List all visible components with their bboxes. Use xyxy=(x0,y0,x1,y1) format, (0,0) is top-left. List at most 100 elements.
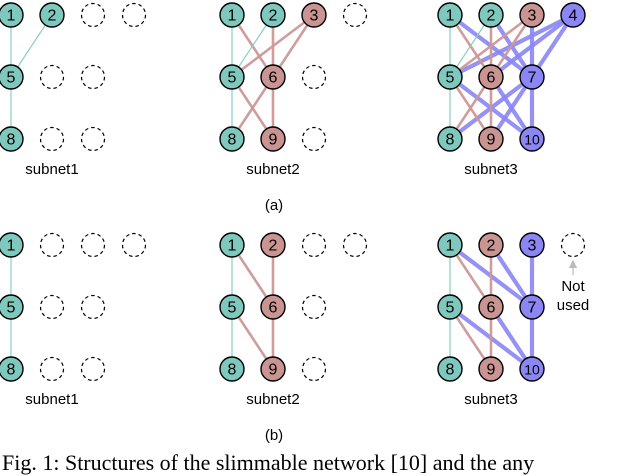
neuron-node xyxy=(437,2,463,28)
neuron-node xyxy=(260,294,286,320)
neuron-node xyxy=(0,64,24,90)
empty-neuron-slot xyxy=(39,64,65,90)
empty-neuron-slot xyxy=(39,126,65,152)
neuron-label: 7 xyxy=(528,300,537,317)
empty-neuron-slot xyxy=(342,2,368,28)
neuron-label: 5 xyxy=(446,300,455,317)
neuron-label: 5 xyxy=(228,70,237,87)
neuron-node xyxy=(219,356,245,382)
neuron-node xyxy=(301,2,327,28)
neuron-label: 8 xyxy=(7,132,16,149)
empty-neuron-slot xyxy=(560,232,586,258)
neuron-label: 8 xyxy=(7,362,16,379)
neuron-label: 6 xyxy=(269,300,278,317)
empty-neuron-slot xyxy=(301,126,327,152)
neuron-node xyxy=(437,232,463,258)
neuron-node xyxy=(219,64,245,90)
neuron-node xyxy=(519,294,545,320)
neuron-label: 7 xyxy=(528,70,537,87)
neuron-label: 1 xyxy=(228,8,237,25)
edge-rose xyxy=(230,13,316,79)
empty-neuron-slot xyxy=(39,294,65,320)
subnet-label: subnet2 xyxy=(246,391,299,408)
neuron-node xyxy=(0,2,24,28)
neuron-label: 10 xyxy=(524,132,540,148)
subnet-label: subnet3 xyxy=(464,161,517,178)
empty-neuron-slot xyxy=(121,232,147,258)
subnet-label: subnet1 xyxy=(25,391,78,408)
neuron-label: 8 xyxy=(446,362,455,379)
edges xyxy=(447,12,576,142)
neuron-node xyxy=(478,232,504,258)
neuron-label: 6 xyxy=(487,300,496,317)
subnet-label: subnet3 xyxy=(464,391,517,408)
neuron-label: 5 xyxy=(7,70,16,87)
neuron-node xyxy=(437,294,463,320)
neuron-node xyxy=(437,356,463,382)
neuron-label: 9 xyxy=(487,132,496,149)
neuron-label: 3 xyxy=(310,8,319,25)
neuron-node xyxy=(519,232,545,258)
empty-neuron-slot xyxy=(342,232,368,258)
neuron-node xyxy=(0,232,24,258)
not-used-label-line1: Not xyxy=(561,278,585,295)
neuron-label: 1 xyxy=(228,238,237,255)
neuron-label: 2 xyxy=(269,238,278,255)
neuron-label: 8 xyxy=(228,132,237,149)
neuron-node xyxy=(260,232,286,258)
neuron-node xyxy=(519,356,545,382)
empty-neuron-slot xyxy=(80,126,106,152)
neuron-label: 5 xyxy=(7,300,16,317)
neuron-label: 5 xyxy=(228,300,237,317)
neuron-label: 1 xyxy=(446,238,455,255)
neuron-node xyxy=(519,126,545,152)
neuron-node xyxy=(219,126,245,152)
neuron-node xyxy=(478,64,504,90)
empty-neuron-slot xyxy=(80,64,106,90)
neuron-label: 9 xyxy=(269,362,278,379)
neuron-node xyxy=(0,356,24,382)
neuron-label: 6 xyxy=(487,70,496,87)
neuron-node xyxy=(519,2,545,28)
neuron-label: 8 xyxy=(228,362,237,379)
empty-neuron-slot xyxy=(301,356,327,382)
neuron-node xyxy=(560,2,586,28)
neuron-label: 10 xyxy=(524,362,540,378)
subnet-diagram: 1 2 5 6 8 9 subnet2 xyxy=(219,232,368,408)
figure-caption: Fig. 1: Structures of the slimmable netw… xyxy=(2,450,535,475)
neuron-node xyxy=(219,232,245,258)
empty-neuron-slot xyxy=(121,2,147,28)
panel-label: (b) xyxy=(265,427,283,444)
neuron-node xyxy=(478,294,504,320)
neuron-node xyxy=(478,356,504,382)
neuron-node xyxy=(260,64,286,90)
neuron-node xyxy=(0,126,24,152)
subnet-label: subnet2 xyxy=(246,161,299,178)
neuron-node xyxy=(219,294,245,320)
empty-neuron-slot xyxy=(301,294,327,320)
empty-neuron-slot xyxy=(80,232,106,258)
empty-neuron-slot xyxy=(39,232,65,258)
neuron-node xyxy=(437,126,463,152)
neuron-label: 1 xyxy=(7,238,16,255)
neuron-node xyxy=(0,294,24,320)
neuron-label: 2 xyxy=(487,238,496,255)
neuron-node xyxy=(478,126,504,152)
neuron-node xyxy=(219,2,245,28)
neuron-label: 2 xyxy=(487,8,496,25)
neuron-label: 2 xyxy=(269,8,278,25)
neuron-node xyxy=(260,2,286,28)
neuron-label: 4 xyxy=(569,8,578,25)
neuron-node xyxy=(478,2,504,28)
not-used-label-line2: used xyxy=(557,297,590,314)
subnet-label: subnet1 xyxy=(25,161,78,178)
neuron-node xyxy=(437,64,463,90)
neuron-node xyxy=(519,64,545,90)
neuron-label: 3 xyxy=(528,238,537,255)
